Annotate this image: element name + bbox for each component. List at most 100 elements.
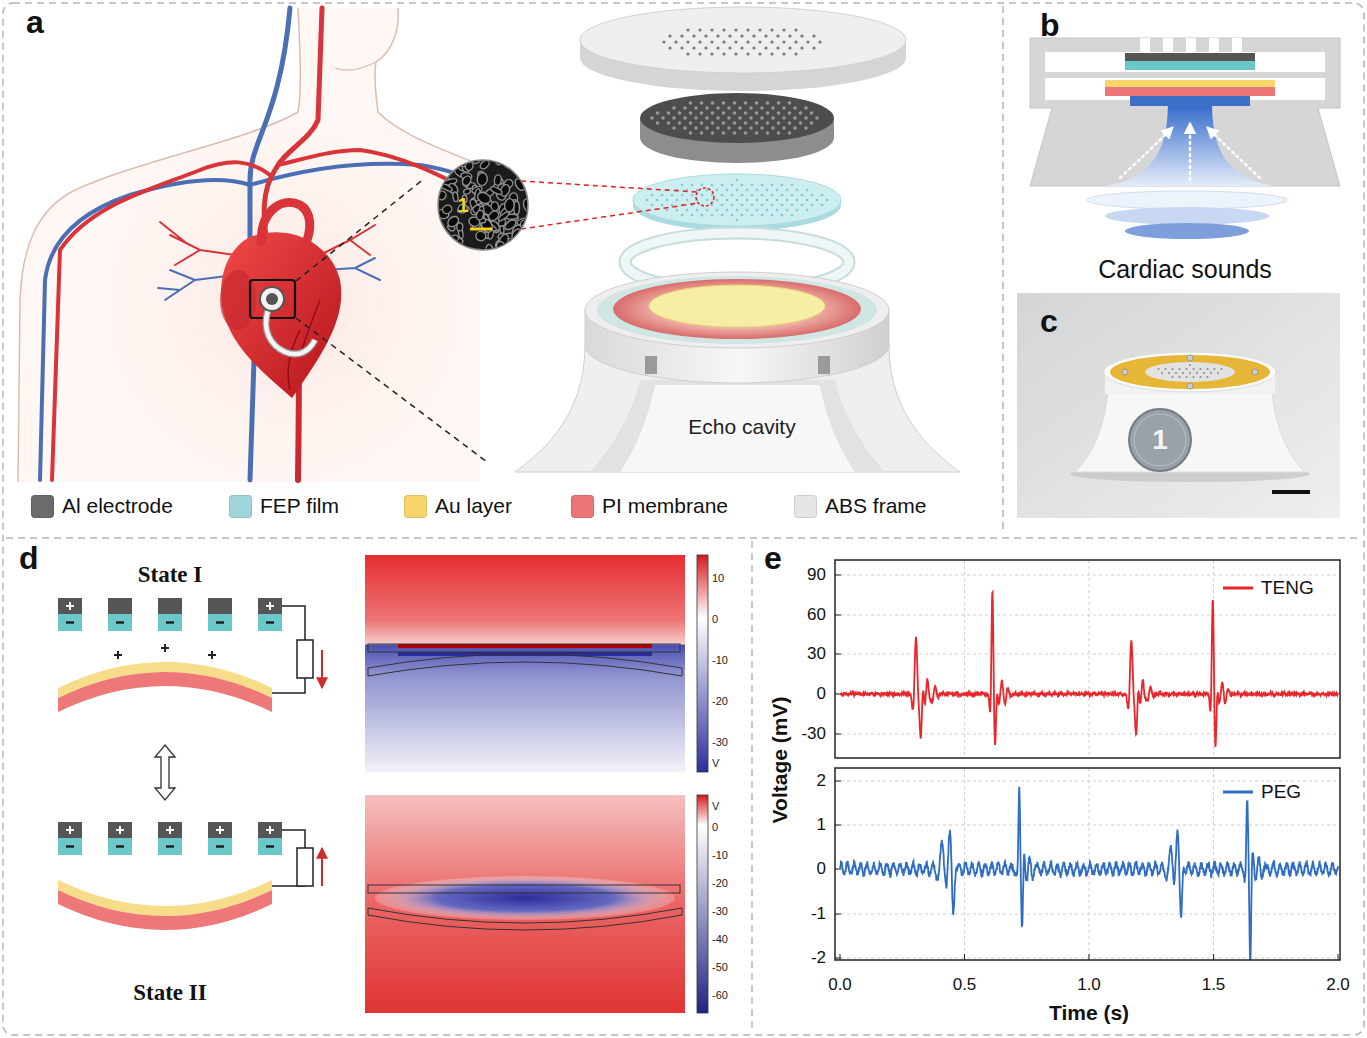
colorbar-tick: V <box>712 800 719 812</box>
body-illustration <box>40 180 250 480</box>
legend-swatch <box>404 495 427 518</box>
film-pores <box>741 214 744 217</box>
body-illustration <box>260 287 284 311</box>
lid-holes <box>734 40 737 43</box>
sensor-cross-section <box>1208 128 1260 178</box>
sem-pores <box>476 190 493 205</box>
electrode-array <box>266 621 274 623</box>
working-principle <box>321 650 323 688</box>
device-photo <box>1187 355 1193 361</box>
film-pores <box>726 189 729 192</box>
electrode-array <box>208 598 232 614</box>
sem-pores <box>524 161 533 170</box>
electrode-holes <box>793 116 797 120</box>
electrode-array <box>258 838 282 855</box>
electrode-holes <box>705 126 709 130</box>
legend-text: TENG <box>1261 578 1314 599</box>
film-pores <box>701 214 704 217</box>
body-illustration <box>278 150 478 195</box>
film-pores <box>781 204 784 207</box>
sem-pores <box>500 226 504 234</box>
sem-pores <box>441 203 453 215</box>
colorbar-tick: -50 <box>712 961 728 973</box>
electrode-holes <box>727 106 731 110</box>
exploded-device <box>580 7 906 73</box>
device-photo <box>1145 362 1235 382</box>
potential-maps <box>365 555 685 772</box>
film-pores <box>721 194 724 197</box>
lid-holes <box>686 52 689 55</box>
electrode-holes <box>694 116 698 120</box>
film-pores <box>776 209 779 212</box>
electrode-holes <box>733 101 737 105</box>
working-principle <box>58 890 272 930</box>
sem-pores <box>479 159 491 171</box>
film-pores <box>791 184 794 187</box>
electrode-array <box>258 598 282 614</box>
sensor-cross-section <box>1105 100 1275 186</box>
sem-pores <box>501 157 514 170</box>
legend-line <box>1223 587 1253 590</box>
plot-grid <box>835 560 1340 960</box>
electrode-holes <box>760 116 764 120</box>
film-pores <box>756 189 759 192</box>
electrode-array <box>108 838 132 855</box>
lid-holes <box>782 28 785 31</box>
lid-holes <box>710 40 713 43</box>
sem-pores <box>466 155 475 163</box>
electrode-holes <box>667 111 671 115</box>
electrode-holes <box>722 101 726 105</box>
electrode-holes <box>744 121 748 125</box>
plot-grid <box>835 654 1340 655</box>
film-pores <box>646 179 829 222</box>
lid-holes <box>698 40 701 43</box>
film-pores <box>651 194 654 197</box>
film-pores <box>731 204 734 207</box>
exploded-device <box>521 181 697 192</box>
body-illustration <box>18 8 480 482</box>
exploded-device <box>818 356 830 374</box>
figure-panel: b <box>1005 5 1362 287</box>
electrode-holes <box>793 126 797 130</box>
electrode-holes <box>694 126 698 130</box>
sem-pores <box>475 231 486 242</box>
film-pores <box>696 209 699 212</box>
film-pores <box>716 189 719 192</box>
sem-pores <box>490 185 504 195</box>
device-photo <box>1075 392 1305 472</box>
lid-holes <box>758 28 761 31</box>
film-pores <box>781 194 784 197</box>
film-pores <box>736 189 739 192</box>
electrode-holes <box>760 126 764 130</box>
electrode-holes <box>782 126 786 130</box>
body-illustration <box>160 222 235 265</box>
plot-grid <box>835 615 841 616</box>
lid-holes <box>758 52 761 55</box>
lid-holes <box>770 40 773 43</box>
body-illustration <box>250 280 295 318</box>
electrode-holes <box>771 106 775 110</box>
body-illustration <box>266 293 278 305</box>
electrode-array <box>108 614 132 631</box>
signal-plots <box>835 560 1340 758</box>
legend-text: ABS frame <box>825 494 927 517</box>
electrode-holes <box>722 131 726 135</box>
lid-holes <box>752 46 755 49</box>
film-pores <box>786 209 789 212</box>
electrode-holes <box>788 101 792 105</box>
sensor-cross-section <box>1140 38 1150 52</box>
plot-grid <box>1089 954 1090 960</box>
signal-label: Cardiac sounds <box>1098 256 1272 284</box>
film-pores <box>791 214 794 217</box>
electrode-holes <box>656 111 660 115</box>
sem-pores <box>494 174 502 185</box>
legend-line <box>1223 791 1253 794</box>
photo-holes <box>1179 368 1181 370</box>
electrode-holes <box>700 121 704 125</box>
electrode-holes <box>722 111 726 115</box>
working-principle <box>272 606 313 886</box>
electrode-array <box>66 602 74 610</box>
electrode-array <box>258 822 282 838</box>
film-pores <box>656 199 659 202</box>
